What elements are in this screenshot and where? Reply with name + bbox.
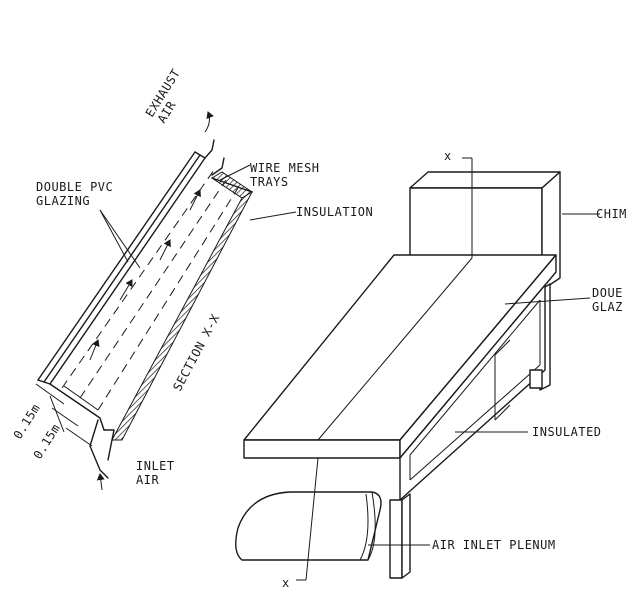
dimension-lines: [35, 383, 93, 447]
glazing-leader-1: [99, 209, 129, 263]
exhaust-duct-inner: [211, 157, 225, 176]
insulation-leader: [249, 211, 297, 221]
x-bottom-label: x: [282, 576, 290, 590]
dim-upper-label: 0.15m: [11, 401, 43, 441]
section-line-xx: [296, 157, 473, 581]
dryer-body: [243, 254, 557, 501]
air-inlet-plenum-label: AIR INLET PLENUM: [432, 538, 556, 552]
exhaust-duct: [204, 139, 215, 159]
section-view: EXHAUST AIR DOUBLE PVC GLAZING WIRE MESH…: [11, 66, 373, 491]
wire-mesh-trays: [61, 169, 239, 411]
leg-right: [529, 369, 543, 389]
inlet-air-label: AIR: [136, 473, 159, 487]
inlet-slot: [103, 429, 115, 441]
insulated-back-wall: [111, 171, 254, 441]
trays-label: TRAYS: [250, 175, 289, 189]
chimney-label: CHIM: [596, 207, 627, 221]
insulation-label: INSULATION: [296, 205, 373, 219]
double-pvc-glazing: [37, 151, 206, 385]
insulated-label: INSULATED: [532, 425, 602, 439]
inlet-duct-inner: [107, 439, 113, 461]
leg-front-side: [401, 493, 411, 579]
box-bottom: [49, 383, 105, 431]
glazing-leader-2: [99, 209, 141, 269]
leg-front: [389, 499, 403, 579]
inlet-label: INLET: [136, 459, 175, 473]
trays-leader: [219, 164, 251, 181]
airflow-arrows: [89, 111, 214, 491]
double-right-label: DOUE: [592, 286, 623, 300]
dim-lower-label: 0.15m: [31, 421, 63, 461]
glazing-label: GLAZING: [36, 194, 90, 208]
inlet-duct: [89, 419, 109, 479]
wire-mesh-label: WIRE MESH: [250, 161, 320, 175]
glazing-leader-right: [504, 297, 591, 305]
isometric-view: x x CHIM DOUE GLAZ INSULATED AIR INLET P…: [235, 149, 627, 590]
x-top-label: x: [444, 149, 452, 163]
air-inlet-plenum: [235, 491, 382, 561]
double-pvc-label: DOUBLE PVC: [36, 180, 113, 194]
glazing-right-label: GLAZ: [592, 300, 623, 314]
